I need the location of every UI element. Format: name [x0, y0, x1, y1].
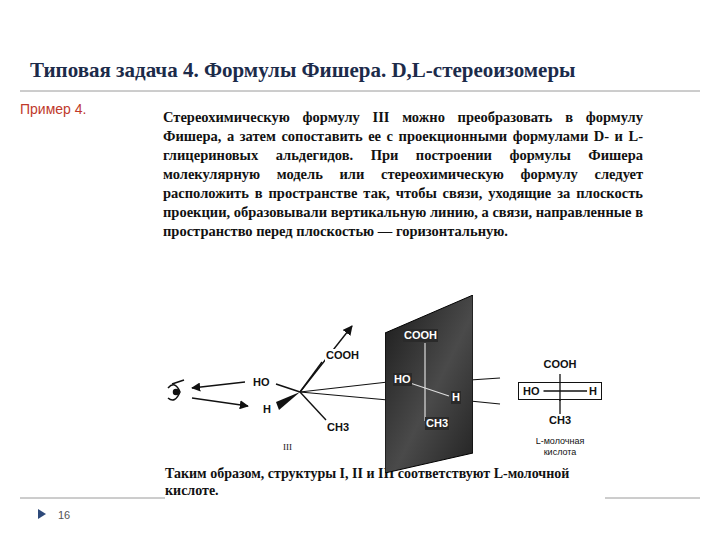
example-label: Пример 4.	[20, 101, 86, 117]
eye-symbol	[168, 380, 184, 400]
atom-label: COOH	[325, 349, 360, 362]
atom-label: H	[451, 391, 461, 404]
atom-label: HO	[523, 384, 540, 398]
atom-label: H	[262, 403, 272, 416]
atom-label: CH3	[326, 421, 350, 434]
atom-label: CH3	[425, 417, 449, 430]
projection-plane: COOH HO HCH3	[385, 295, 473, 473]
atom-label: COOH	[403, 329, 438, 342]
structure-number: III	[283, 442, 292, 452]
projection-box: HO H	[518, 382, 602, 400]
compound-name: L-молочная кислота	[520, 436, 600, 458]
atom-label: H	[589, 384, 597, 398]
sight-arrow	[192, 382, 245, 388]
slide-title: Типовая задача 4. Формулы Фишера. D,L-ст…	[30, 58, 576, 83]
slide-number: 16	[58, 509, 70, 521]
slide-marker	[38, 509, 46, 519]
atom-label: HO	[393, 373, 412, 386]
atom-label: COOH	[543, 358, 578, 371]
body-paragraph: Стереохимическую формулу III можно преоб…	[163, 108, 643, 241]
atom-label: CH3	[548, 414, 572, 427]
fischer-projection	[559, 374, 560, 414]
sight-arrow	[192, 398, 248, 406]
rule-line	[20, 91, 700, 92]
atom-label: HO	[252, 376, 271, 389]
